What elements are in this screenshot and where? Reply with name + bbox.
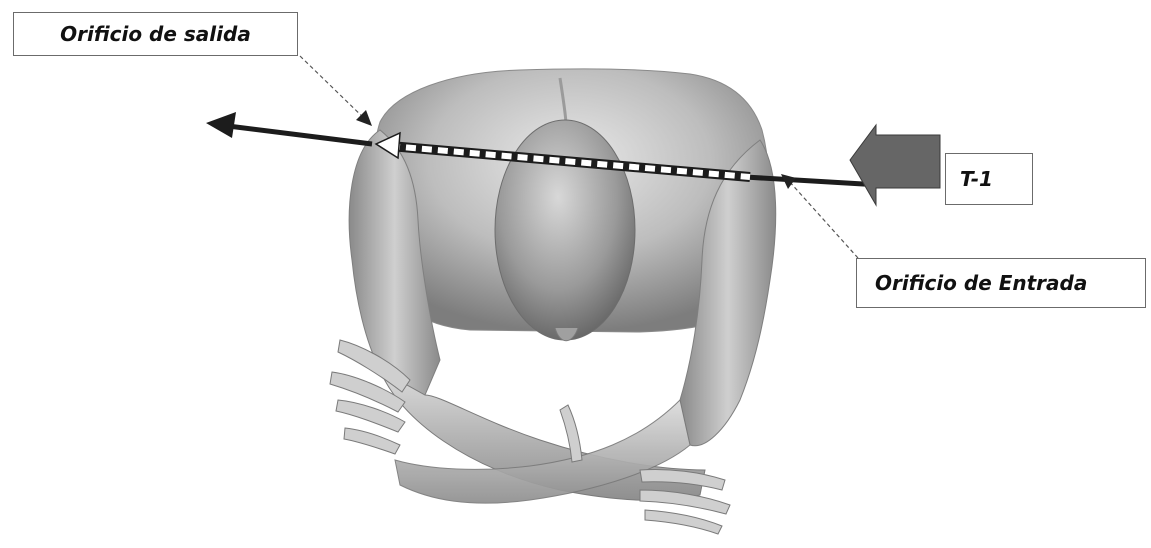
- arrow-left-icon: [206, 112, 236, 138]
- block-arrow-right-icon: [850, 125, 940, 205]
- entry-wound-label: Orificio de Entrada: [856, 258, 1146, 308]
- exit-wound-label: Orificio de salida: [13, 12, 298, 56]
- entry-leader-line: [788, 180, 858, 258]
- t1-label: T-1: [945, 153, 1033, 205]
- exit-leader-line: [300, 56, 368, 122]
